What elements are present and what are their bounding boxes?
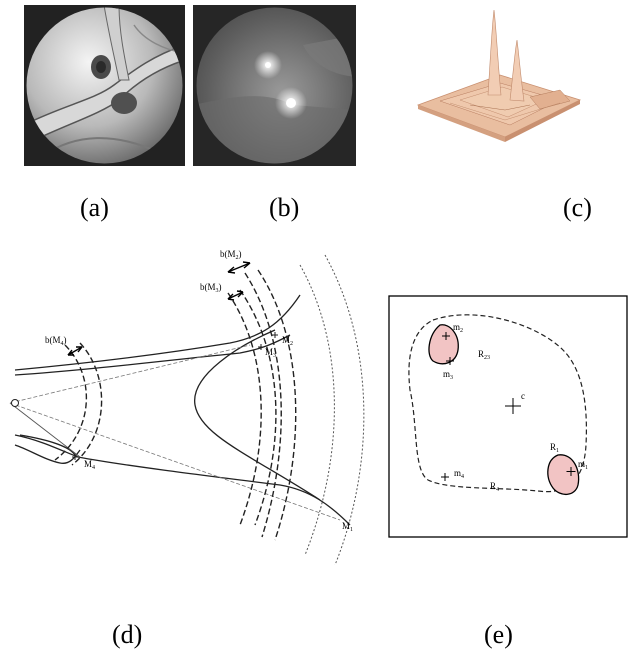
label-m4: m4	[454, 468, 464, 480]
arc-M4-inner	[54, 344, 88, 461]
panel-b-distance-map	[193, 5, 356, 166]
vessel-upper-wall	[14, 294, 301, 371]
label-M1: M1	[342, 521, 353, 533]
origin-point	[11, 399, 19, 407]
marker-c	[505, 398, 521, 414]
arc-M3-outer	[239, 289, 277, 526]
panel-b-image	[193, 5, 356, 166]
image-frame	[388, 295, 628, 538]
arc-M1-inner	[299, 264, 335, 556]
panel-c-surface-plot	[410, 5, 585, 145]
arc-M1-outer	[324, 254, 365, 565]
bifurcation-curve	[194, 329, 321, 501]
arc-M2-inner	[244, 272, 282, 538]
label-c: c	[521, 391, 525, 401]
arrow-bM3	[227, 291, 244, 300]
marker-m3	[446, 357, 454, 365]
region-R23	[428, 324, 459, 365]
panel-a-endoscopic-view	[24, 5, 185, 166]
panel-e-diagram: m2 m3 R23 c R1 m1 m4 R4	[388, 295, 628, 540]
region-R1	[547, 454, 580, 496]
label-bM2: b(M2)	[220, 249, 242, 261]
caption-a: (a)	[80, 193, 109, 222]
arrow-bM4	[67, 346, 83, 356]
panel-c-image	[416, 9, 582, 142]
marker-m4	[441, 473, 449, 481]
panel-e-svg: m2 m3 R23 c R1 m1 m4 R4	[388, 295, 628, 538]
marker-m1	[566, 467, 576, 476]
label-R1: R1	[550, 442, 559, 454]
panel-a-image	[24, 5, 185, 166]
caption-c: (c)	[563, 193, 592, 222]
label-m2: m2	[453, 322, 463, 334]
region-R4-boundary	[408, 314, 587, 493]
label-m3: m3	[443, 369, 453, 381]
caption-e: (e)	[484, 620, 513, 649]
marker-m2	[442, 332, 450, 340]
caption-b: (b)	[269, 193, 300, 222]
label-R4: R4	[490, 481, 499, 493]
label-m1: m1	[578, 459, 588, 471]
branch-left	[19, 434, 76, 456]
label-M2: M2	[282, 335, 293, 347]
caption-d: (d)	[112, 620, 143, 649]
panel-d-diagram: b(M2) b(M3) b(M4) M2 M3 M4 M1	[0, 235, 385, 565]
label-bM3: b(M3)	[200, 282, 222, 294]
arc-M4-outer	[71, 342, 103, 466]
vessel-lower-wall	[14, 434, 351, 526]
label-R23: R23	[478, 349, 490, 361]
arc-M3-inner	[227, 292, 262, 526]
label-M3: M3	[265, 347, 276, 359]
label-M4: M4	[84, 459, 95, 471]
panel-d-svg: b(M2) b(M3) b(M4) M2 M3 M4 M1	[9, 249, 365, 565]
arrow-bM2	[227, 262, 251, 273]
label-bM4: b(M4)	[45, 335, 67, 347]
